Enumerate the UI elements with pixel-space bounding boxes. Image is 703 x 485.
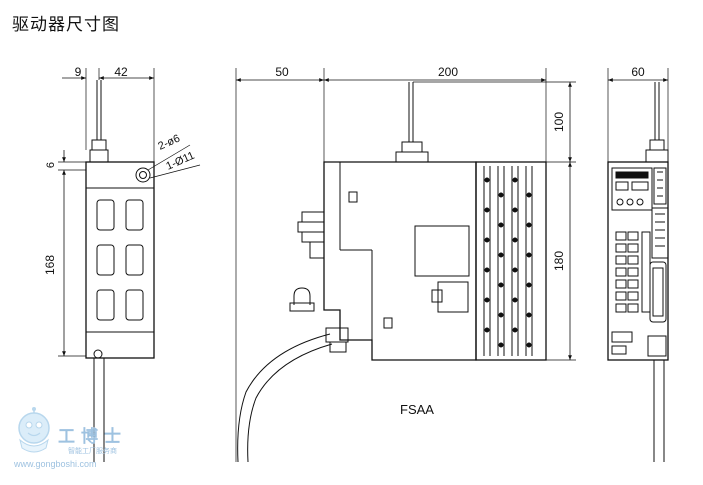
front-view bbox=[607, 68, 669, 462]
dim-side-6: 6 bbox=[45, 162, 57, 168]
dim-side-42: 42 bbox=[114, 65, 128, 79]
model-label: FSAA bbox=[400, 402, 434, 417]
hole-label-small: 2-ø6 bbox=[156, 133, 182, 153]
dim-side-168: 168 bbox=[43, 255, 57, 275]
watermark-mascot-icon bbox=[18, 407, 50, 453]
dim-main-200: 200 bbox=[438, 65, 458, 79]
page-title: 驱动器尺寸图 bbox=[12, 15, 120, 35]
watermark-brand: 工博士 bbox=[58, 427, 127, 447]
dim-side-9: 9 bbox=[75, 65, 82, 79]
dim-main-100: 100 bbox=[552, 112, 566, 132]
hole-label-large: 1-Ø11 bbox=[164, 150, 196, 173]
side-view bbox=[58, 68, 201, 462]
main-view bbox=[235, 68, 576, 463]
watermark-tagline: 智能工厂服务商 bbox=[68, 447, 117, 455]
dim-main-50: 50 bbox=[275, 65, 289, 79]
dim-front-60: 60 bbox=[631, 65, 645, 79]
dim-main-180: 180 bbox=[552, 251, 566, 271]
watermark-url: www.gongboshi.com bbox=[14, 459, 97, 469]
